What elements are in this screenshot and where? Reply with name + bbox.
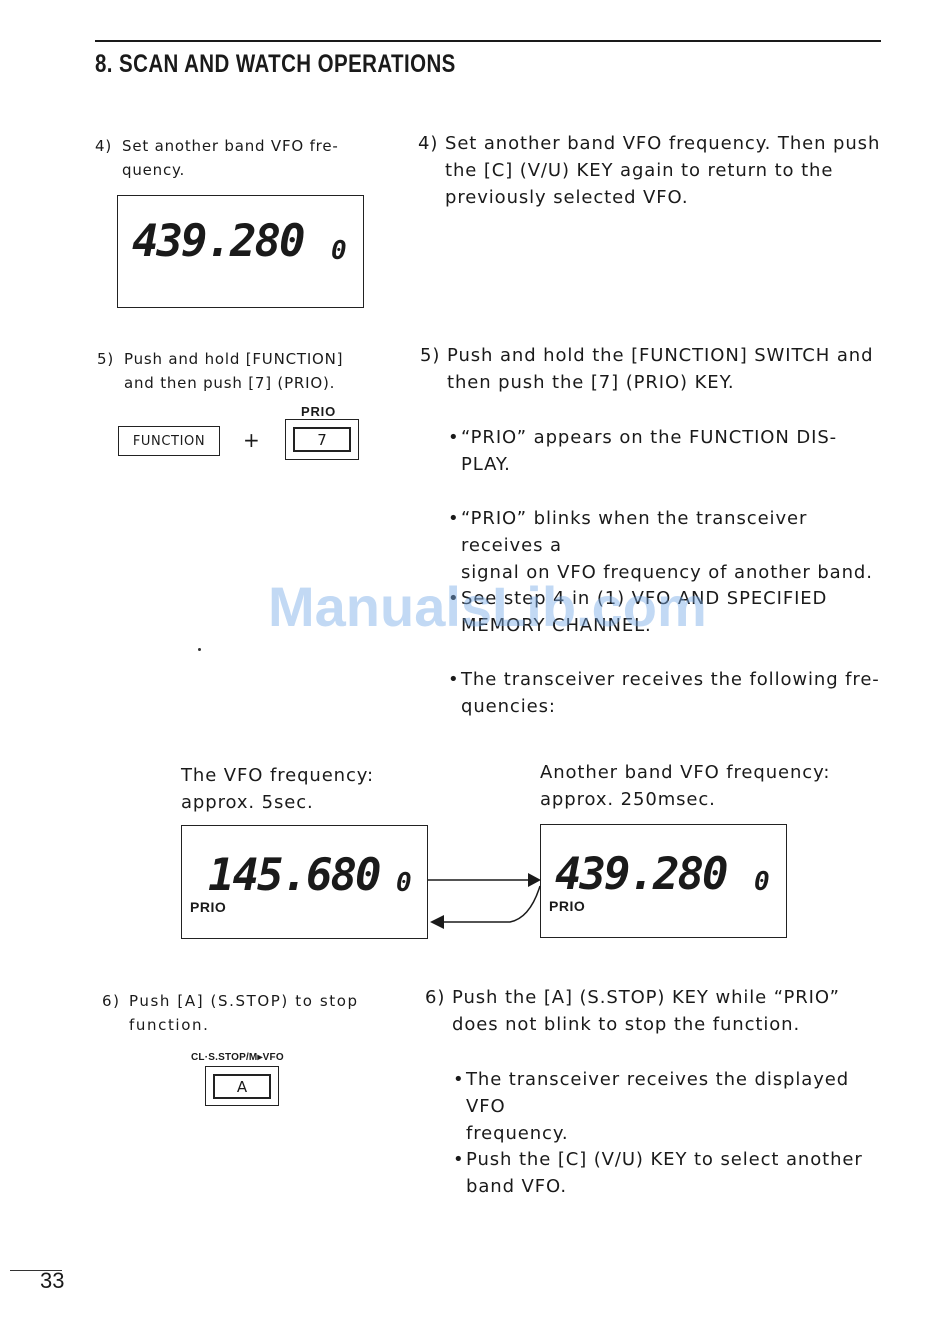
bullet-dot: • — [453, 1149, 465, 1170]
header-rule — [95, 40, 881, 42]
text-line: quency. — [122, 161, 186, 179]
text-line: “PRIO” appears on the FUNCTION DIS- — [461, 427, 838, 448]
text-line: PLAY. — [461, 454, 511, 475]
text-line: band VFO. — [466, 1176, 567, 1197]
text-line: quencies: — [461, 696, 556, 717]
page-number-rule — [10, 1270, 62, 1271]
bullet-prio-appears: • “PRIO” appears on the FUNCTION DIS- PL… — [448, 424, 888, 478]
text-line: then push the [7] (PRIO) KEY. — [447, 372, 735, 393]
text-line: The VFO frequency: — [181, 765, 374, 786]
text-line: signal on VFO frequency of another band. — [461, 562, 873, 583]
step-number: 6) — [425, 987, 446, 1008]
bullet-see-step: • See step 4 in (1) VFO AND SPECIFIED ME… — [448, 585, 888, 639]
bullet-dot: • — [453, 1069, 465, 1090]
bullet-displayed-vfo: • The transceiver receives the displayed… — [453, 1066, 893, 1147]
seven-key-icon: 7 — [285, 419, 359, 460]
right-step-5: 5) Push and hold the [FUNCTION] SWITCH a… — [420, 342, 890, 396]
text-line: Push and hold the [FUNCTION] SWITCH and — [447, 345, 874, 366]
text-line: function. — [129, 1016, 210, 1034]
text-line: and then push [7] (PRIO). — [124, 374, 336, 392]
bullet-following-frequencies: • The transceiver receives the following… — [448, 666, 888, 720]
text-line: Push [A] (S.STOP) to stop — [129, 992, 359, 1010]
plus-sign: + — [243, 428, 260, 452]
text-line: Push and hold [FUNCTION] — [124, 350, 344, 368]
text-line: Another band VFO frequency: — [540, 762, 831, 783]
arrow-line-left — [444, 885, 541, 923]
text-line: The transceiver receives the following f… — [461, 669, 880, 690]
text-line: Set another band VFO fre- — [122, 137, 339, 155]
text-line: approx. 250msec. — [540, 789, 716, 810]
page-number: 33 — [40, 1268, 65, 1293]
text-line: “PRIO” blinks when the transceiver recei… — [461, 508, 808, 556]
right-step-4: 4) Set another band VFO frequency. Then … — [418, 130, 888, 211]
step-number: 5) — [97, 350, 114, 368]
other-band-caption: Another band VFO frequency: approx. 250m… — [540, 759, 830, 813]
function-key-icon: FUNCTION — [118, 426, 220, 456]
text-line: MEMORY CHANNEL. — [461, 615, 652, 636]
section-title: 8. SCAN AND WATCH OPERATIONS — [95, 50, 456, 78]
left-step-4: 4) Set another band VFO fre- quency. — [95, 134, 385, 182]
step-number: 4) — [95, 137, 112, 155]
watermark: ManualsLib.com — [268, 575, 707, 638]
bullet-dot: • — [448, 669, 460, 690]
text-line: See step 4 in (1) VFO AND SPECIFIED — [461, 588, 828, 609]
left-step-5: 5) Push and hold [FUNCTION] and then pus… — [97, 347, 387, 395]
step-number: 6) — [102, 992, 121, 1010]
bullet-dot: • — [448, 427, 460, 448]
lcd-frequency: 439.280 — [132, 216, 305, 267]
text-line: approx. 5sec. — [181, 792, 314, 813]
lcd-prio-indicator: PRIO — [190, 899, 227, 915]
vfo-caption: The VFO frequency: approx. 5sec. — [181, 762, 374, 816]
left-step-6: 6) Push [A] (S.STOP) to stop function. — [102, 989, 392, 1037]
a-key-caption: CL·S.STOP/M▸VFO — [191, 1052, 284, 1063]
a-key-label: A — [213, 1074, 271, 1099]
lcd-prio-indicator: PRIO — [549, 898, 586, 914]
text-line: the [C] (V/U) KEY again to return to the — [445, 160, 834, 181]
bullet-select-band: • Push the [C] (V/U) KEY to select anoth… — [453, 1146, 893, 1200]
arrow-head-left — [430, 915, 444, 929]
text-line: Set another band VFO frequency. Then pus… — [445, 133, 881, 154]
lcd-channel: 0 — [396, 868, 412, 898]
lcd-frequency: 145.680 — [208, 850, 381, 901]
lcd-channel: 0 — [754, 867, 770, 897]
text-line: The transceiver receives the displayed V… — [466, 1069, 850, 1117]
bullet-dot: • — [448, 508, 460, 529]
seven-key-label: 7 — [293, 427, 351, 452]
prio-key-caption: PRIO — [301, 404, 336, 419]
a-key-icon: A — [205, 1066, 279, 1106]
lcd-display-439: 439.280 0 — [117, 195, 364, 308]
stray-dot — [198, 648, 201, 651]
text-line: Push the [C] (V/U) KEY to select another — [466, 1149, 863, 1170]
bullet-dot: • — [448, 588, 460, 609]
text-line: frequency. — [466, 1123, 569, 1144]
lcd-frequency: 439.280 — [555, 849, 728, 900]
bullet-prio-blinks: • “PRIO” blinks when the transceiver rec… — [448, 505, 888, 586]
text-line: does not blink to stop the function. — [452, 1014, 801, 1035]
lcd-display-145: 145.680 0 PRIO — [181, 825, 428, 939]
text-line: Push the [A] (S.STOP) KEY while “PRIO” — [452, 987, 840, 1008]
text-line: previously selected VFO. — [445, 187, 689, 208]
arrow-head-right — [528, 873, 541, 887]
alternation-arrows-icon — [428, 873, 541, 929]
right-step-6: 6) Push the [A] (S.STOP) KEY while “PRIO… — [425, 984, 890, 1038]
lcd-channel: 0 — [331, 236, 347, 266]
lcd-display-439-prio: 439.280 0 PRIO — [540, 824, 787, 938]
step-number: 4) — [418, 133, 439, 154]
step-number: 5) — [420, 345, 441, 366]
